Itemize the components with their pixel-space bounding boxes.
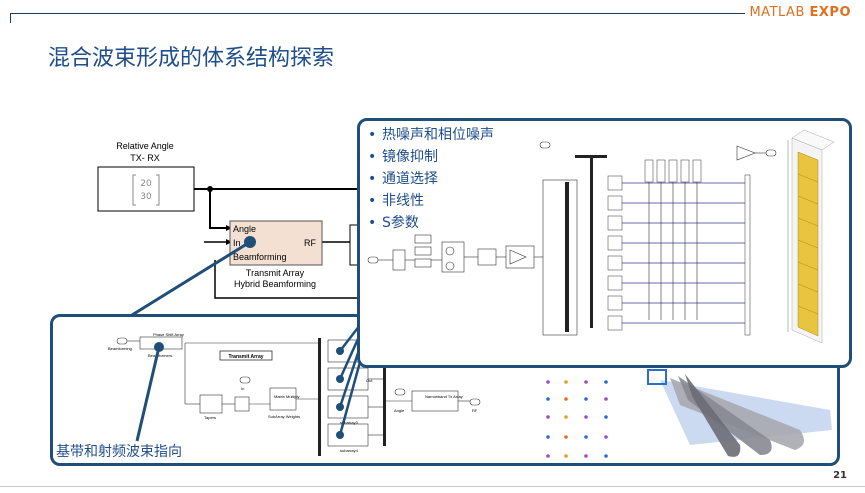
bullet-text: 通道选择 xyxy=(382,171,438,187)
antenna-array-plot xyxy=(787,129,835,344)
bullet-item: •S参数 xyxy=(368,212,494,234)
arrow-head xyxy=(226,239,232,245)
angle-label: Angle xyxy=(394,408,405,413)
matrix-brackets xyxy=(132,174,160,206)
bullet-text: 热噪声和相位噪声 xyxy=(382,127,494,143)
beamformers-label: Beamformers xyxy=(148,353,172,358)
subarray-weights-label: SubArray Weights xyxy=(268,414,300,419)
array-element-grid xyxy=(546,380,608,458)
inport-2 xyxy=(239,376,251,384)
phase-shifter-matrix xyxy=(539,141,777,336)
port-beamforming: Beamforming xyxy=(233,252,287,262)
bullet-item: •通道选择 xyxy=(368,168,494,190)
signal-line xyxy=(214,260,360,299)
phase-shift-array-label: Phase Shift Array xyxy=(153,332,184,337)
transmit-array-title-box xyxy=(219,350,273,361)
matrix-multiply-label: Matrix Multiply xyxy=(274,394,300,399)
header-rule-tick xyxy=(10,13,11,23)
inport-angle xyxy=(394,388,406,396)
transmit-array-title: Transmit Array xyxy=(228,354,263,360)
footer-rule xyxy=(0,486,865,487)
relative-angle-label-1: Relative Angle xyxy=(116,141,174,151)
page-number: 21 xyxy=(833,470,847,481)
bullet-item: •非线性 xyxy=(368,190,494,212)
main-callout-panel xyxy=(357,118,852,368)
outport-rf xyxy=(469,398,481,406)
signal-line xyxy=(209,189,228,229)
bullet-item: •镜像抑制 xyxy=(368,146,494,168)
rf-label: RF xyxy=(472,408,478,413)
block-label-1: Transmit Array xyxy=(246,268,305,278)
port-beamforming-label: Beamforming xyxy=(108,346,132,351)
arrow-head xyxy=(226,225,232,231)
port-angle: Angle xyxy=(233,224,256,234)
matlab-expo-logo: MATLAB EXPO xyxy=(749,5,851,20)
bullet-item: •热噪声和相位噪声 xyxy=(368,124,494,146)
callout-line xyxy=(339,324,361,352)
header-rule xyxy=(10,13,745,14)
bullet-text: S参数 xyxy=(382,215,419,231)
beam-pattern-graphic xyxy=(647,369,832,457)
tapers-label: Tapers xyxy=(204,415,216,420)
out-label: Out xyxy=(366,378,373,383)
brand-expo: EXPO xyxy=(809,5,851,20)
callout-line xyxy=(131,240,251,317)
port-in: In xyxy=(233,238,241,248)
matrix-value-top: 20 xyxy=(140,179,152,189)
bullet-text: 镜像抑制 xyxy=(382,149,438,165)
narrowband-tx-array-label: Narrowband Tx Array xyxy=(425,394,463,399)
subarray3-label: subarray3 xyxy=(340,420,359,425)
block-label-2: Hybrid Beamforming xyxy=(234,279,316,289)
rf-frontend-chain xyxy=(367,234,550,273)
port-rf: RF xyxy=(304,238,316,248)
subarray4-label: subarray4 xyxy=(340,448,359,453)
matrix-value-bottom: 30 xyxy=(140,192,152,202)
baseband-rf-beam-steering-label: 基带和射频波束指向 xyxy=(56,444,182,460)
inport-in-label: In xyxy=(241,386,244,391)
brand-matlab: MATLAB xyxy=(749,5,805,20)
bullet-text: 非线性 xyxy=(382,193,424,209)
demux-bar xyxy=(318,338,321,456)
callout-line-bottom xyxy=(135,346,161,442)
bullet-list: •热噪声和相位噪声 •镜像抑制 •通道选择 •非线性 •S参数 xyxy=(368,124,494,234)
mux-bar xyxy=(383,340,386,446)
relative-angle-label-2: TX- RX xyxy=(130,153,160,163)
slide-title: 混合波束形成的体系结构探索 xyxy=(48,46,335,71)
